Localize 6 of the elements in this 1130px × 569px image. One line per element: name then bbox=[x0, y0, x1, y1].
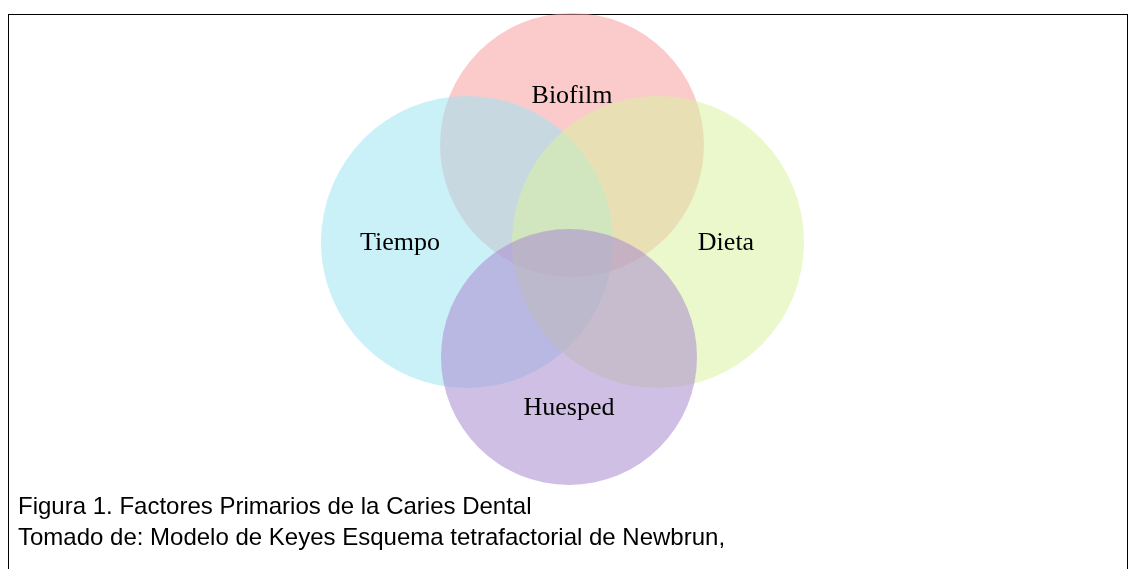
circle-label: Dieta bbox=[697, 227, 755, 257]
circle-label: Huesped bbox=[523, 392, 615, 422]
circle-label: Biofilm bbox=[531, 80, 613, 110]
circle-label: Tiempo bbox=[360, 227, 440, 257]
source-note: Tomado de: Modelo de Keyes Esquema tetrafactorial de Newbrun, bbox=[18, 523, 726, 551]
figure-caption: Figura 1. Factores Primarios de la Caries Dental bbox=[18, 492, 532, 520]
